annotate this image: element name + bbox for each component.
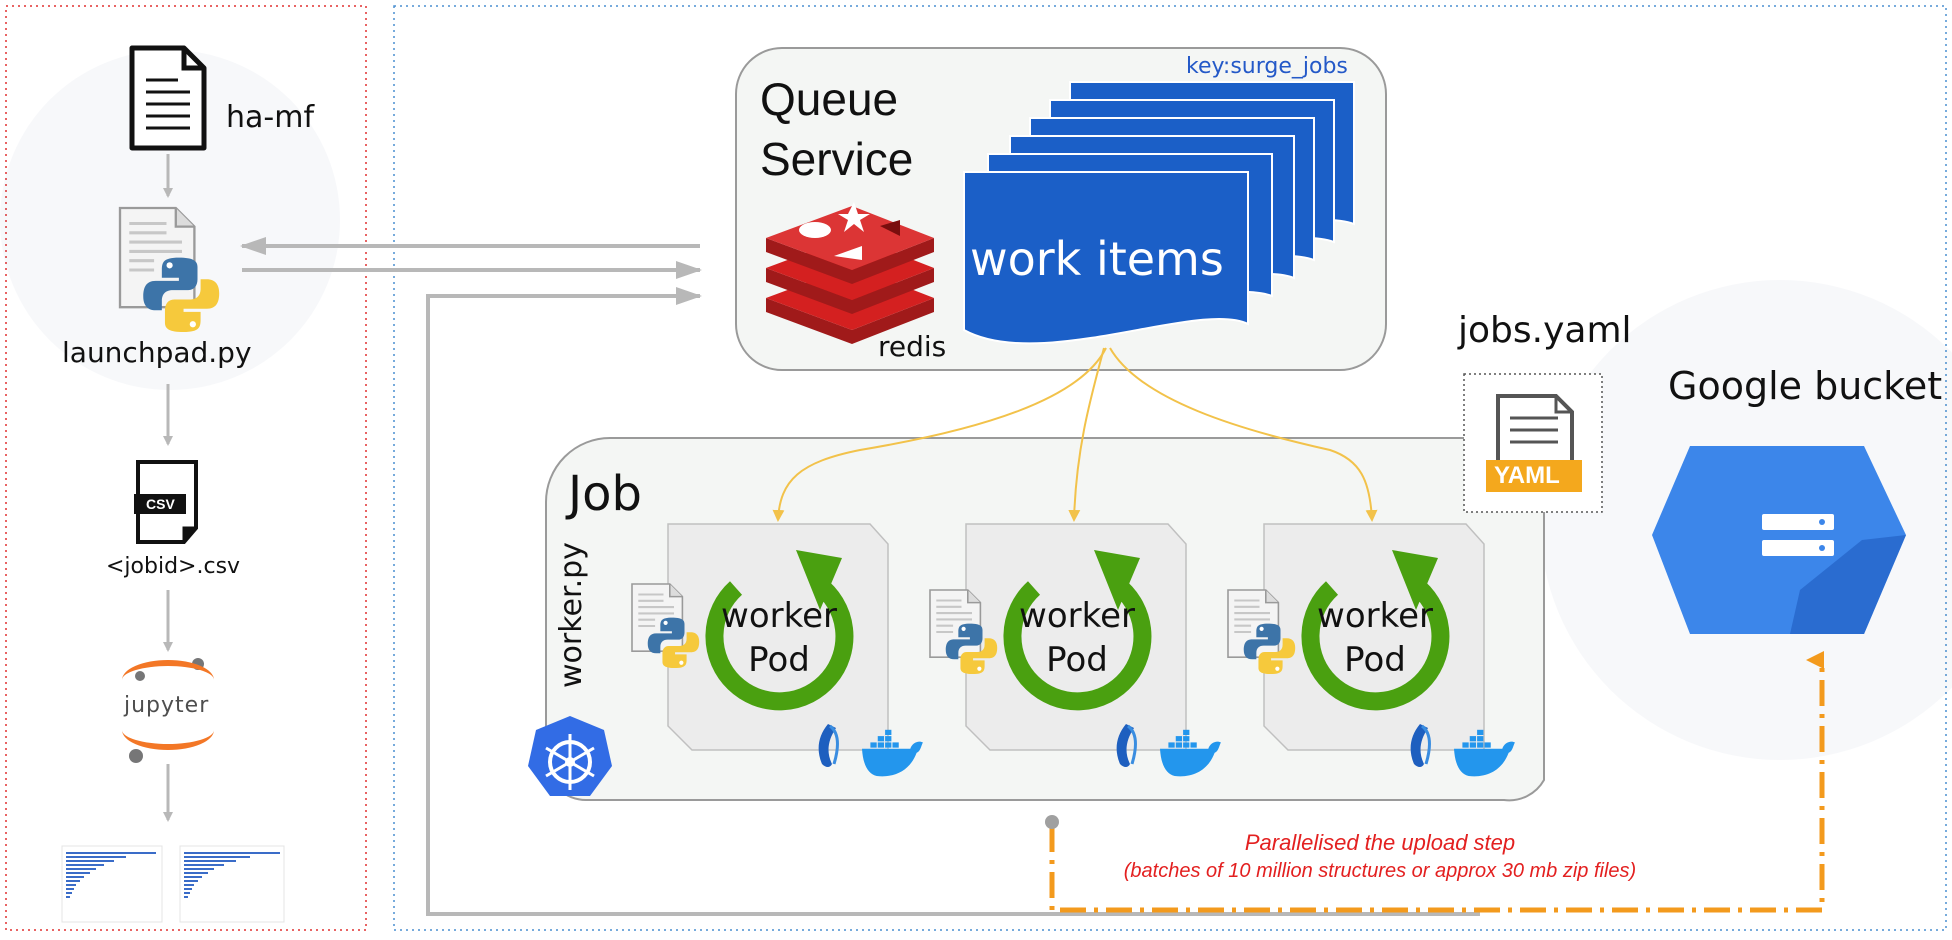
pod-2-label-line2: Pod — [1046, 640, 1108, 680]
pod-2-label-line1: worker — [1019, 596, 1135, 636]
input-file-icon — [129, 45, 207, 151]
queue-key-label: key:surge_jobs — [1186, 54, 1348, 79]
fanout-arrow-pod-3 — [1109, 347, 1378, 522]
launcher-label: launchpad.py — [62, 336, 252, 369]
pod-1-label-line1: worker — [721, 596, 837, 636]
notebook-label: jupyter — [124, 693, 210, 718]
kubernetes-icon — [528, 716, 612, 796]
upload-caption-line2: (batches of 10 million structures or app… — [1123, 860, 1637, 882]
fanout-arrow-pod-1 — [772, 347, 1107, 522]
job-title: Job — [568, 466, 642, 522]
yaml-file-icon — [1496, 394, 1574, 472]
pod-1-label-line2: Pod — [748, 640, 810, 680]
upload-path-arrow — [1049, 651, 1825, 913]
worker-results-return-arrow — [426, 287, 1480, 916]
yaml-badge-bg — [1486, 460, 1582, 492]
left-panel-border — [5, 5, 367, 931]
fanout-arrow-pod-2 — [1068, 347, 1105, 522]
config-file-label: jobs.yaml — [1458, 310, 1632, 351]
upload-path-start-dot — [1045, 815, 1059, 829]
worker-pod-2 — [928, 523, 1221, 777]
queue-title-line1: Queue — [760, 73, 899, 125]
google-bucket-icon — [1652, 446, 1906, 634]
work-items-stack — [963, 81, 1355, 345]
yaml-badge: YAML — [1494, 462, 1560, 489]
queue-title-line2: Service — [760, 133, 914, 185]
worker-pod-1 — [630, 523, 923, 777]
redis-label: redis — [878, 330, 947, 363]
worker-script-label: worker.py — [554, 542, 589, 688]
input-file-label: ha-mf — [226, 100, 315, 135]
main-panel-border — [393, 5, 1947, 931]
csv-badge: CSV — [146, 496, 175, 512]
csv-label: <jobid>.csv — [106, 554, 241, 579]
csv-file-icon — [134, 460, 198, 544]
pod-3-label-line2: Pod — [1344, 640, 1406, 680]
upload-caption-line1: Parallelised the upload step — [1244, 830, 1516, 855]
redis-icon — [766, 202, 934, 344]
work-items-label: work items — [970, 232, 1224, 286]
pod-3-label-line1: worker — [1317, 596, 1433, 636]
jupyter-icon — [122, 658, 214, 763]
worker-pod-3 — [1226, 523, 1515, 777]
result-chart-thumbnails — [61, 845, 285, 923]
storage-label: Google bucket — [1668, 364, 1943, 408]
